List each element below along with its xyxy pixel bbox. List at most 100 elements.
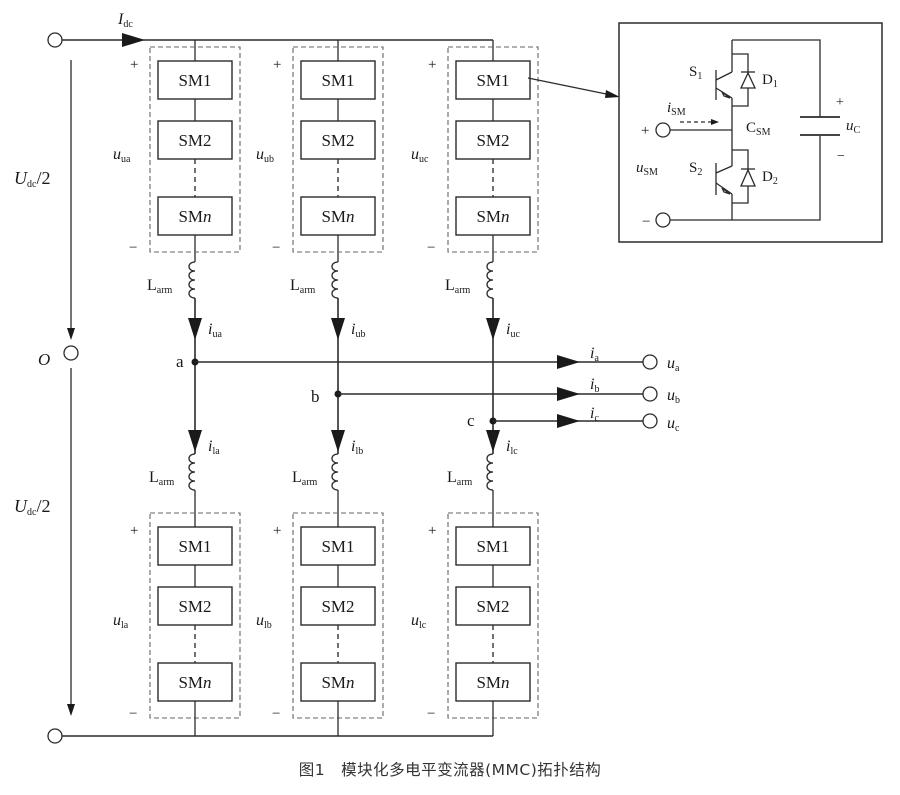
uc-terminal bbox=[642, 413, 658, 429]
ua-terminal bbox=[642, 354, 658, 370]
submodule-smn bbox=[455, 662, 531, 702]
submodule-label: SMn bbox=[178, 673, 211, 692]
arm-plus-sign: + bbox=[273, 57, 281, 73]
submodule-sm2 bbox=[455, 586, 531, 626]
d1-label: D1 bbox=[762, 72, 778, 90]
ua-label: ua bbox=[667, 355, 680, 374]
ib-label: ib bbox=[590, 376, 599, 395]
lower-current-label: ilc bbox=[506, 438, 518, 457]
d2-label: D2 bbox=[762, 169, 778, 187]
ism-arrow-icon bbox=[711, 119, 719, 125]
submodule-sm1 bbox=[157, 526, 233, 566]
ub-label: ub bbox=[667, 387, 680, 406]
switch-s1-icon bbox=[715, 53, 749, 107]
sm-plus-sign: + bbox=[641, 123, 649, 139]
arm-minus-sign: − bbox=[272, 706, 280, 722]
upper-current-arrow-icon bbox=[486, 318, 500, 340]
submodule-label: SM1 bbox=[476, 71, 509, 90]
upper-current-label: iub bbox=[351, 321, 365, 340]
arm-inductor-icon bbox=[486, 453, 494, 491]
arm-voltage-label: uua bbox=[113, 146, 131, 165]
arm-voltage-label: uub bbox=[256, 146, 274, 165]
arm-minus-sign: − bbox=[129, 706, 137, 722]
submodule-label: SM1 bbox=[321, 71, 354, 90]
detail-pointer-arrow-icon bbox=[605, 90, 620, 98]
upper-current-label: iua bbox=[208, 321, 222, 340]
submodule-label: SM2 bbox=[178, 597, 211, 616]
larm-label: Larm bbox=[149, 469, 175, 488]
upper-current-label: iuc bbox=[506, 321, 520, 340]
larm-label: Larm bbox=[447, 469, 473, 488]
submodule-label: SM1 bbox=[178, 537, 211, 556]
idc-arrow-icon bbox=[122, 33, 145, 47]
ub-terminal bbox=[642, 386, 658, 402]
ac-output-a bbox=[191, 354, 658, 370]
arm-minus-sign: − bbox=[129, 240, 137, 256]
submodule-sm1 bbox=[157, 60, 233, 100]
submodule-smn bbox=[455, 196, 531, 236]
arm-minus-sign: − bbox=[427, 240, 435, 256]
arm-plus-sign: + bbox=[273, 523, 281, 539]
submodule-sm2 bbox=[455, 120, 531, 160]
submodule-smn bbox=[157, 196, 233, 236]
submodule-label: SMn bbox=[476, 673, 509, 692]
larm-label: Larm bbox=[147, 277, 173, 296]
submodule-sm1 bbox=[455, 60, 531, 100]
submodule-label: SM2 bbox=[476, 131, 509, 150]
ism-label: iSM bbox=[667, 100, 686, 118]
ib-arrow-icon bbox=[557, 387, 580, 401]
larm-label: Larm bbox=[290, 277, 316, 296]
lower-current-arrow-icon bbox=[331, 430, 345, 452]
phase-leg-b: SM1SM2SMn+−uubLarmiubilbLarmSM1SM2SMn+−u… bbox=[256, 40, 384, 736]
submodule-label: SMn bbox=[476, 207, 509, 226]
s1-label: S1 bbox=[689, 64, 702, 82]
arm-plus-sign: + bbox=[130, 57, 138, 73]
cap-bottom-wire bbox=[670, 136, 821, 221]
node-c-label: c bbox=[467, 411, 475, 430]
ia-arrow-icon bbox=[557, 355, 580, 369]
usm-label: uSM bbox=[636, 160, 658, 178]
upper-current-arrow-icon bbox=[331, 318, 345, 340]
submodule-detail: S1 S2 D1 D2 CSM iSM uSM uC + − + − bbox=[618, 22, 883, 243]
larm-label: Larm bbox=[445, 277, 471, 296]
arm-inductor-icon bbox=[331, 453, 339, 491]
submodule-label: SMn bbox=[178, 207, 211, 226]
arm-voltage-label: ula bbox=[113, 612, 129, 631]
uc-cap-label: uC bbox=[846, 118, 861, 136]
sm-minus-sign: − bbox=[642, 214, 650, 230]
submodule-label: SM1 bbox=[476, 537, 509, 556]
ac-output-b bbox=[334, 386, 658, 402]
submodule-smn bbox=[300, 662, 376, 702]
arm-voltage-label: uuc bbox=[411, 146, 429, 165]
arm-boundary bbox=[292, 46, 384, 253]
diode-d1-icon bbox=[739, 62, 757, 99]
arm-voltage-label: ulb bbox=[256, 612, 272, 631]
submodule-sm1 bbox=[300, 526, 376, 566]
ia-label: ia bbox=[590, 345, 599, 364]
submodule-label: SM1 bbox=[178, 71, 211, 90]
uc-label: uc bbox=[667, 415, 680, 434]
ac-output-c bbox=[489, 413, 658, 429]
figure-caption: 图1 模块化多电平变流器(MMC)拓扑结构 bbox=[298, 761, 602, 779]
udc-top-arrow-icon bbox=[67, 328, 75, 340]
submodule-label: SMn bbox=[321, 673, 354, 692]
udc-bottom-arrow-icon bbox=[67, 704, 75, 716]
lower-current-label: ila bbox=[208, 438, 220, 457]
idc-label: Idc bbox=[117, 11, 133, 30]
submodule-label: SM2 bbox=[321, 131, 354, 150]
arm-boundary bbox=[447, 46, 539, 253]
udc-bottom-label: Udc/2 bbox=[14, 496, 50, 518]
phase-leg-c: SM1SM2SMn+−uucLarmiucilcLarmSM1SM2SMn+−u… bbox=[411, 40, 539, 736]
submodule-sm2 bbox=[300, 120, 376, 160]
s2-label: S2 bbox=[689, 160, 702, 178]
cap-minus-sign: − bbox=[837, 149, 845, 164]
lower-current-label: ilb bbox=[351, 438, 363, 457]
arm-boundary bbox=[149, 46, 241, 253]
midpoint-terminal bbox=[63, 345, 79, 361]
node-a-label: a bbox=[176, 352, 184, 371]
